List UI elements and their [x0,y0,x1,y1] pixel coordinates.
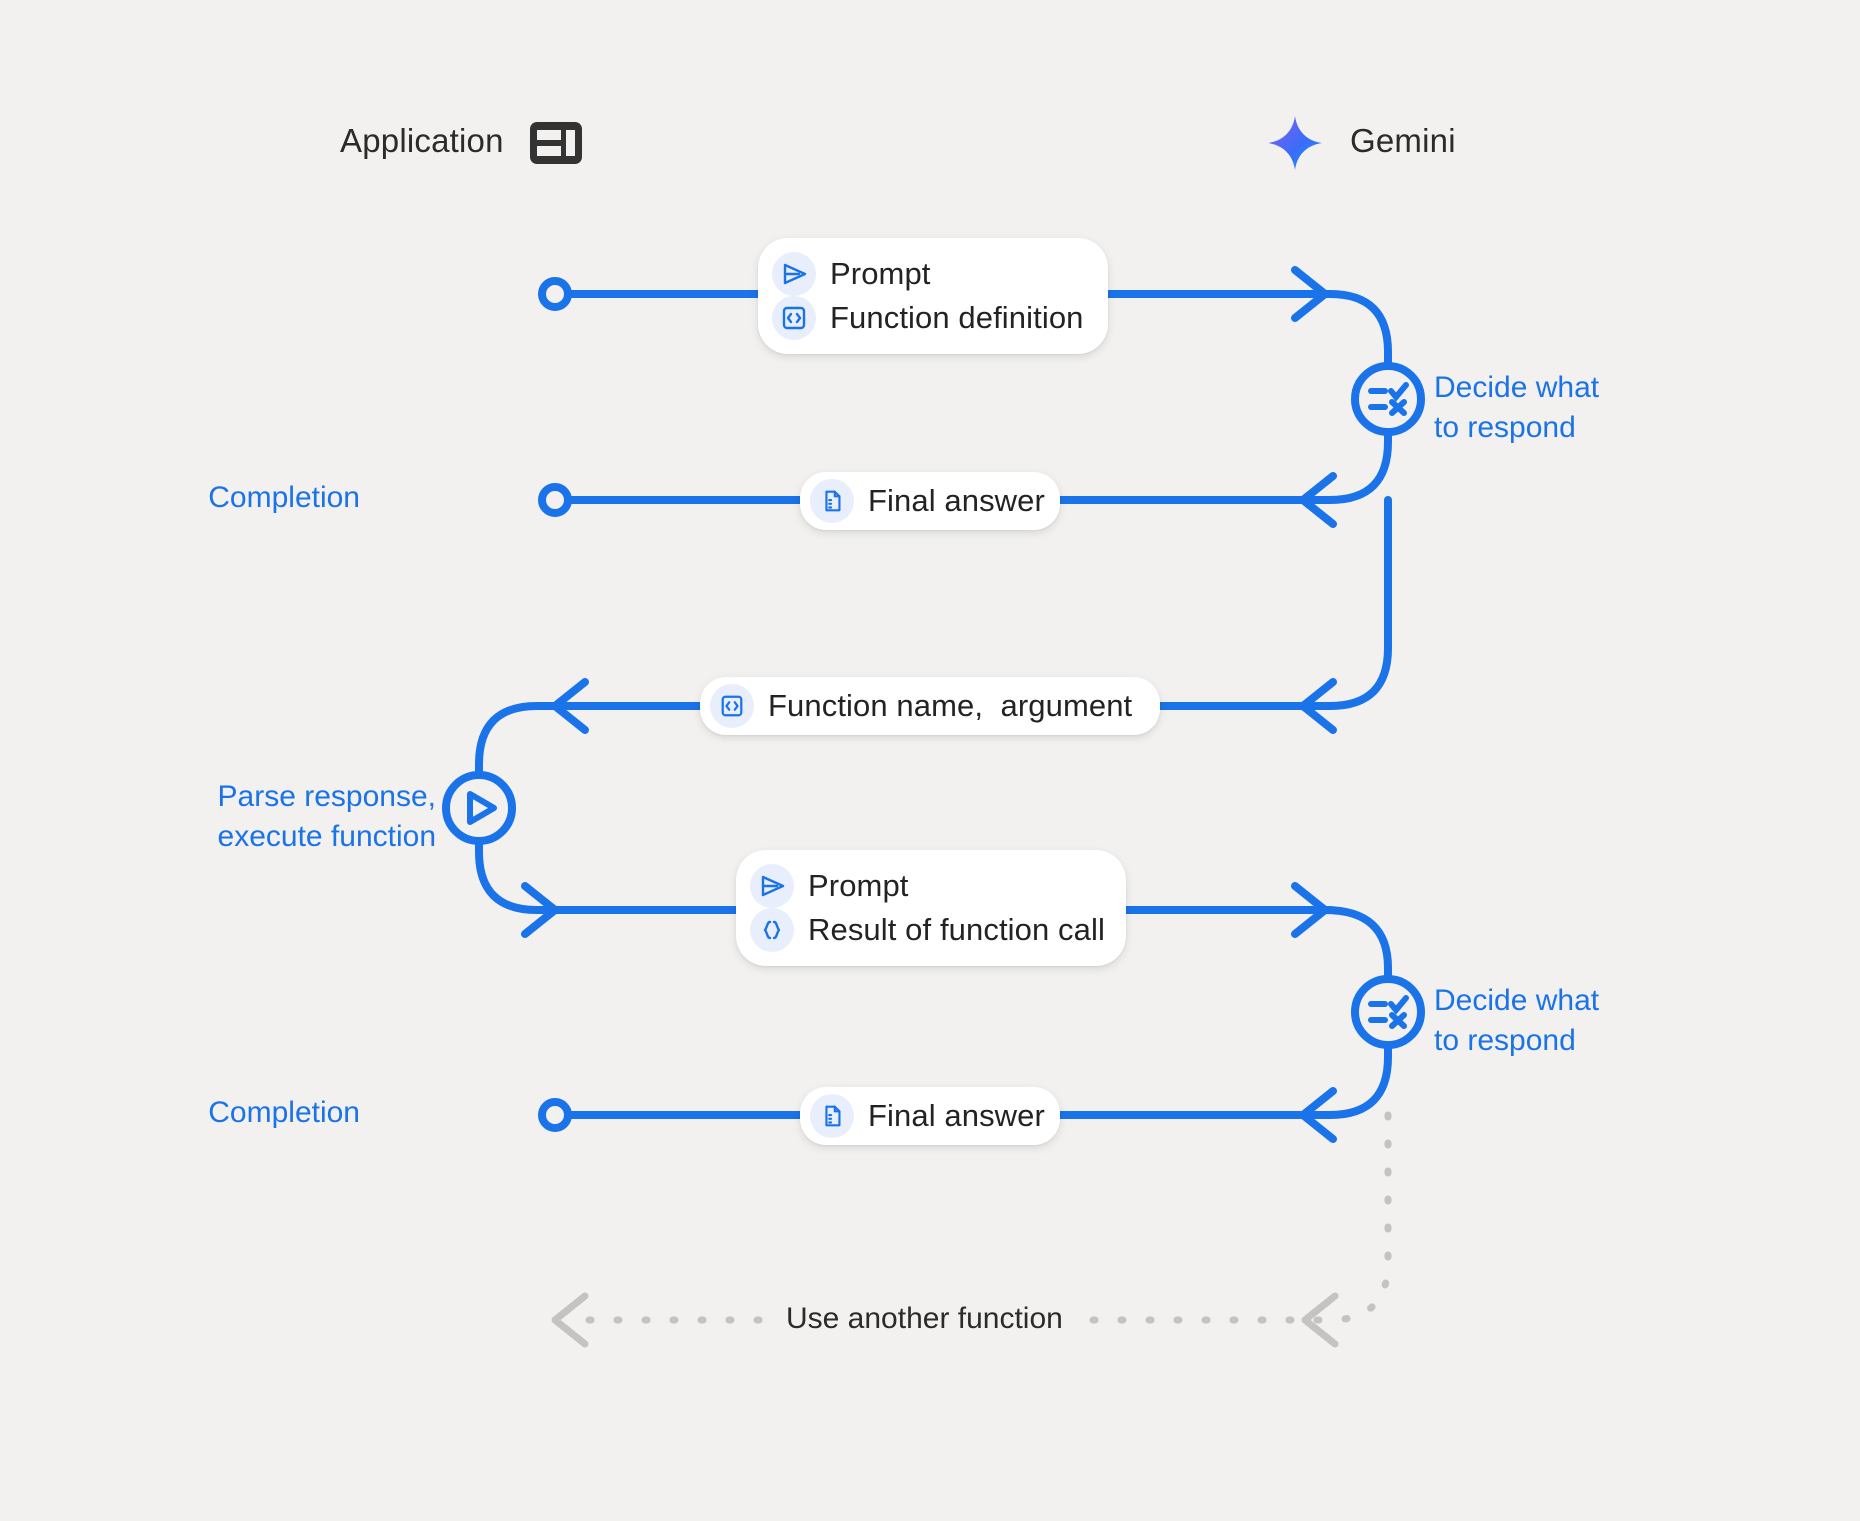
start-marker [538,277,572,311]
message-bubble-request-1[interactable]: Prompt Function definition [758,238,1108,354]
message-bubble-function-call[interactable]: Function name, argument [700,677,1160,735]
checklist-decision-icon [1368,995,1409,1029]
flow-gemini-decide-2 [1321,906,1392,988]
loop-back-path [571,1111,1392,1324]
flow-function-call-down [551,496,1392,710]
lifeline-markers [538,277,572,1132]
arrowhead-function-call-app [551,678,589,734]
bubble-label: Prompt [830,256,931,291]
process-note-decide-1: Decide what to respond [1434,371,1600,444]
application-window-icon [530,122,582,164]
bubble-row: Final answer [810,479,1045,523]
message-bubble-completion-1[interactable]: Final answer [800,472,1060,530]
bubble-row: Prompt [772,252,1082,296]
bubble-row: Prompt [750,864,1100,908]
process-node-decide-2 [1351,975,1425,1049]
loop-arrowhead-gemini [1301,1292,1339,1348]
bubble-label: Final answer [868,1098,1045,1133]
code-brackets-box-icon [772,296,816,340]
process-note-decide-2: Decide what to respond [1434,984,1600,1057]
bubble-row: Result of function call [750,908,1105,952]
bubble-row: Function name, argument [710,684,1138,728]
arrowhead-completion-1 [1299,472,1337,528]
arrowhead-completion-2 [1299,1087,1337,1143]
send-icon [772,252,816,296]
document-icon [810,479,854,523]
arrowhead-request-1 [1291,266,1329,322]
curly-braces-icon [750,908,794,952]
completion-marker-1 [538,483,572,517]
loop-arrowhead-application [551,1292,589,1348]
bubble-label: Final answer [868,483,1045,518]
header-label-application: Application [340,122,504,159]
header-label-gemini: Gemini [1350,122,1456,159]
document-icon [810,1094,854,1138]
flow-request-2 [475,833,1334,914]
flow-function-call-to-app [475,702,559,784]
code-brackets-box-icon [710,684,754,728]
message-bubble-completion-2[interactable]: Final answer [800,1087,1060,1145]
message-bubble-request-2[interactable]: Prompt Result of function call [736,850,1126,966]
flow-request-1 [551,290,1392,374]
process-note-parse-execute: Parse response, execute function [217,780,436,853]
bubble-label: Result of function call [808,912,1105,947]
arrowhead-request-2-app [521,882,559,938]
bubble-row: Final answer [810,1094,1045,1138]
flow-completion-1 [551,424,1392,504]
flow-completion-2 [551,1037,1392,1119]
arrowhead-function-call-gemini [1299,678,1337,734]
bubble-label: Function name, argument [768,688,1133,723]
bubble-label: Function definition [830,300,1084,335]
process-node-decide-1 [1351,362,1425,436]
checklist-decision-icon [1368,382,1409,416]
bubble-row: Function definition [772,296,1084,340]
process-node-parse-execute [442,771,516,845]
completion-label-2: Completion [208,1096,360,1129]
completion-label-1: Completion [208,481,360,514]
bubble-label: Prompt [808,868,909,903]
gemini-sparkle-icon [1268,116,1322,170]
loop-label: Use another function [772,1302,1077,1336]
completion-marker-2 [538,1098,572,1132]
play-icon [467,791,497,825]
send-icon [750,864,794,908]
